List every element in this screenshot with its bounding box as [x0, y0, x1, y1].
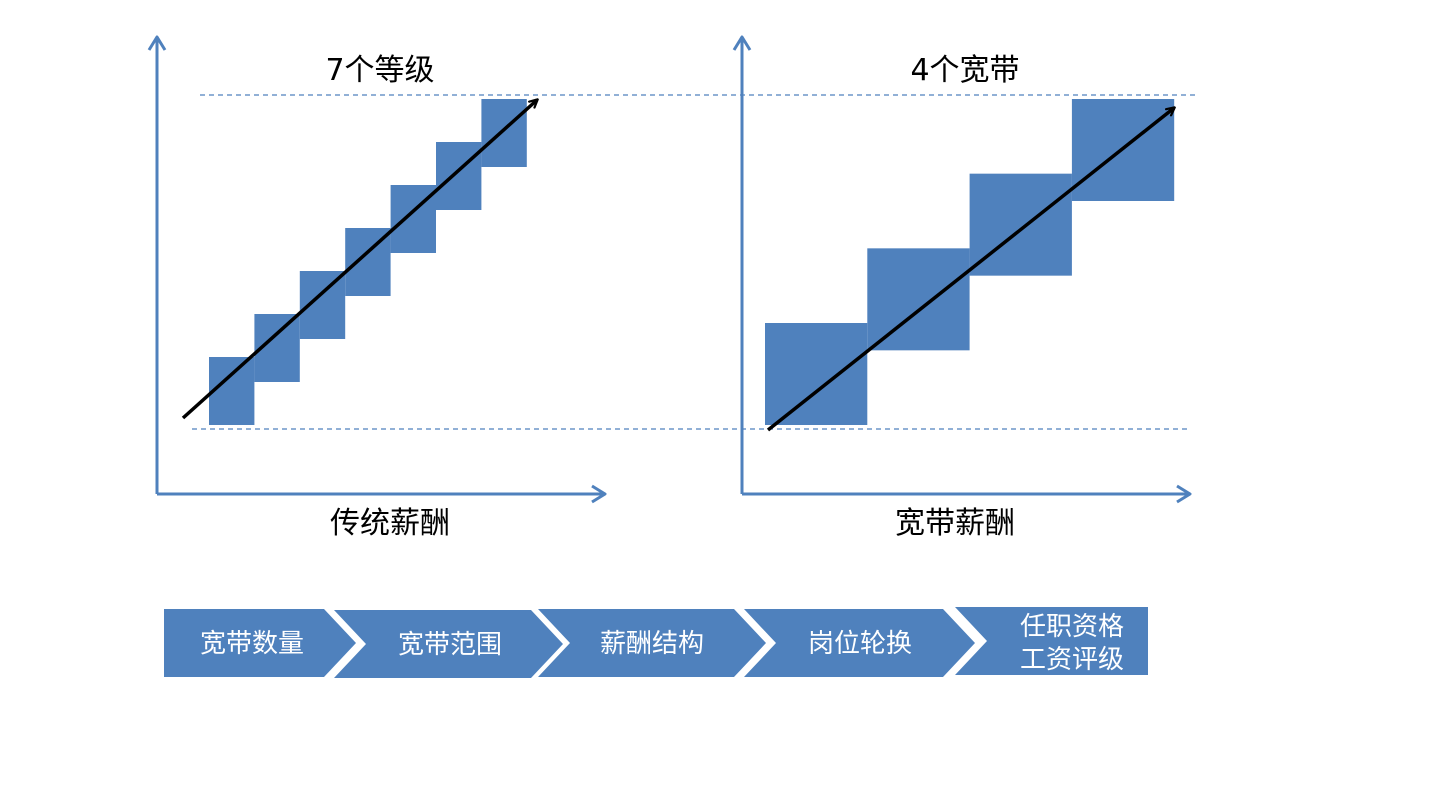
- broadband-pay-panel: 4个宽带 宽带薪酬: [732, 35, 1192, 541]
- process-chevron-bar: 宽带数量 宽带范围 薪酬结构 岗位轮换 任职资格 工资评级: [164, 607, 1148, 678]
- right-trend-arrow: [766, 108, 1174, 432]
- band-block-1: [765, 323, 868, 425]
- left-grade-blocks: [209, 99, 527, 425]
- band-block-2: [867, 248, 970, 351]
- band-block-3: [969, 173, 1072, 276]
- chevron-step-4: [744, 609, 975, 677]
- chevron-step-2-label: 宽带范围: [398, 630, 502, 660]
- right-panel-caption: 宽带薪酬: [895, 506, 1015, 541]
- chevron-step-1: [164, 609, 356, 677]
- chevron-step-5: [955, 607, 1148, 675]
- left-y-axis: [147, 35, 167, 494]
- chevron-step-2: [334, 610, 563, 678]
- right-x-axis: [742, 484, 1192, 504]
- left-panel-title: 7个等级: [325, 53, 434, 88]
- right-band-blocks: [765, 99, 1175, 425]
- chevron-step-1-label: 宽带数量: [200, 629, 304, 659]
- grade-block-1: [209, 357, 255, 425]
- chevron-step-5-label-line-1: 任职资格: [1020, 612, 1124, 642]
- traditional-pay-panel: 7个等级 传统薪酬: [147, 35, 607, 541]
- left-trend-arrow: [181, 100, 537, 420]
- chevron-step-3: [538, 609, 766, 677]
- left-panel-caption: 传统薪酬: [330, 506, 450, 541]
- chevron-step-5-label-line-2: 工资评级: [1020, 645, 1124, 675]
- grade-block-6: [436, 142, 482, 210]
- grade-block-7: [481, 99, 527, 167]
- chevron-step-4-label: 岗位轮换: [808, 629, 912, 659]
- chevron-step-3-label: 薪酬结构: [600, 629, 704, 659]
- left-x-axis: [157, 484, 607, 504]
- right-panel-title: 4个宽带: [910, 53, 1019, 88]
- right-y-axis: [732, 35, 752, 494]
